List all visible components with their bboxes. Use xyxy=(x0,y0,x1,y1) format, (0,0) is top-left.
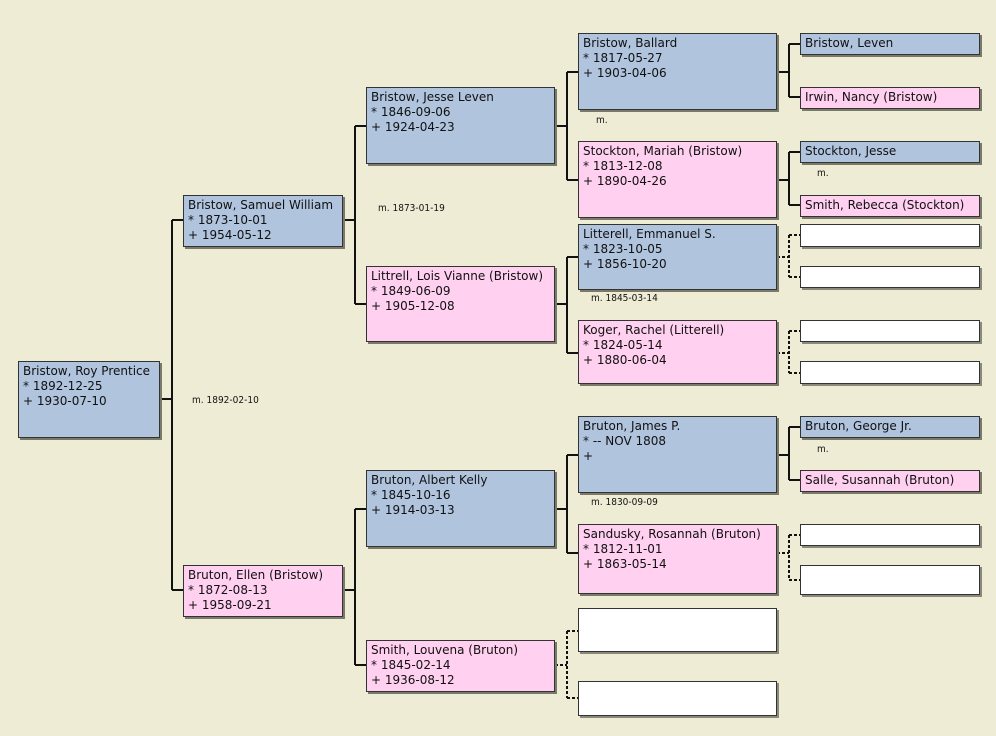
person-name: Smith, Louvena (Bruton) xyxy=(371,643,519,657)
person-name: Bristow, Roy Prentice xyxy=(23,364,151,378)
person-rosannah-sandusky-bruton[interactable]: Sandusky, Rosannah (Bruton) * 1812-11-01… xyxy=(578,524,777,594)
person-death: + 1954-05-12 xyxy=(188,228,272,242)
person-name: Stockton, Mariah (Bristow) xyxy=(583,144,743,158)
person-jesse-leven-bristow[interactable]: Bristow, Jesse Leven * 1846-09-06 + 1924… xyxy=(366,87,555,164)
person-birth: * 1849-06-09 xyxy=(371,284,451,298)
person-death: + 1863-05-14 xyxy=(583,557,667,571)
person-birth: * 1824-05-14 xyxy=(583,338,663,352)
person-name: Stockton, Jesse xyxy=(805,144,897,158)
empty-person-slot[interactable] xyxy=(800,224,980,247)
person-leven-bristow[interactable]: Bristow, Leven xyxy=(800,33,980,55)
person-birth: * 1872-08-13 xyxy=(188,583,268,597)
person-death: + 1958-09-21 xyxy=(188,598,272,612)
person-name: Salle, Susannah (Bruton) xyxy=(805,473,955,487)
person-name: Bristow, Ballard xyxy=(583,36,678,50)
empty-person-slot[interactable] xyxy=(800,320,980,342)
person-susannah-salle-bruton[interactable]: Salle, Susannah (Bruton) xyxy=(800,470,980,492)
person-ballard-bristow[interactable]: Bristow, Ballard * 1817-05-27 + 1903-04-… xyxy=(578,33,777,110)
person-lois-vianne-littrell[interactable]: Littrell, Lois Vianne (Bristow) * 1849-0… xyxy=(366,266,555,342)
person-name: Bruton, James P. xyxy=(583,419,681,433)
person-name: Bristow, Jesse Leven xyxy=(371,90,494,104)
person-birth: * 1813-12-08 xyxy=(583,159,663,173)
person-name: Koger, Rachel (Litterell) xyxy=(583,323,725,337)
person-birth: * 1892-12-25 xyxy=(23,379,103,393)
person-birth: * -- NOV 1808 xyxy=(583,434,667,448)
person-rachel-koger-litterell[interactable]: Koger, Rachel (Litterell) * 1824-05-14 +… xyxy=(578,320,777,384)
marriage-label: m. xyxy=(817,168,829,179)
person-name: Bruton, Albert Kelly xyxy=(371,473,488,487)
person-birth: * 1845-10-16 xyxy=(371,488,451,502)
person-emmanuel-s-litterell[interactable]: Litterell, Emmanuel S. * 1823-10-05 + 18… xyxy=(578,224,777,290)
marriage-label: m. 1892-02-10 xyxy=(192,395,259,406)
person-death: + 1903-04-06 xyxy=(583,66,667,80)
empty-person-slot[interactable] xyxy=(578,681,777,716)
person-name: Bruton, George Jr. xyxy=(805,419,912,433)
marriage-label: m. 1830-09-09 xyxy=(591,497,658,508)
person-nancy-irwin-bristow[interactable]: Irwin, Nancy (Bristow) xyxy=(800,87,980,109)
person-death: + 1905-12-08 xyxy=(371,299,455,313)
person-albert-kelly-bruton[interactable]: Bruton, Albert Kelly * 1845-10-16 + 1914… xyxy=(366,470,555,547)
person-rebecca-smith-stockton[interactable]: Smith, Rebecca (Stockton) xyxy=(800,195,980,217)
person-samuel-william-bristow[interactable]: Bristow, Samuel William * 1873-10-01 + 1… xyxy=(183,195,343,247)
person-birth: * 1873-10-01 xyxy=(188,213,268,227)
person-birth: * 1823-10-05 xyxy=(583,242,663,256)
person-name: Bruton, Ellen (Bristow) xyxy=(188,568,324,582)
person-death: + 1880-06-04 xyxy=(583,353,667,367)
person-death: + xyxy=(583,449,594,463)
person-james-p-bruton[interactable]: Bruton, James P. * -- NOV 1808 + xyxy=(578,416,777,493)
person-birth: * 1817-05-27 xyxy=(583,51,663,65)
person-ellen-bruton-bristow[interactable]: Bruton, Ellen (Bristow) * 1872-08-13 + 1… xyxy=(183,565,343,617)
empty-person-slot[interactable] xyxy=(800,266,980,288)
empty-person-slot[interactable] xyxy=(800,565,980,595)
person-death: + 1930-07-10 xyxy=(23,394,107,408)
marriage-label: m. xyxy=(596,115,608,126)
person-death: + 1936-08-12 xyxy=(371,673,455,687)
person-birth: * 1846-09-06 xyxy=(371,105,451,119)
person-mariah-stockton-bristow[interactable]: Stockton, Mariah (Bristow) * 1813-12-08 … xyxy=(578,141,777,218)
person-louvena-smith-bruton[interactable]: Smith, Louvena (Bruton) * 1845-02-14 + 1… xyxy=(366,640,555,692)
person-name: Bristow, Samuel William xyxy=(188,198,334,212)
person-death: + 1890-04-26 xyxy=(583,174,667,188)
person-name: Littrell, Lois Vianne (Bristow) xyxy=(371,269,544,283)
person-birth: * 1812-11-01 xyxy=(583,542,663,556)
person-birth: * 1845-02-14 xyxy=(371,658,451,672)
person-jesse-stockton[interactable]: Stockton, Jesse xyxy=(800,141,980,163)
person-death: + 1924-04-23 xyxy=(371,120,455,134)
empty-person-slot[interactable] xyxy=(800,524,980,546)
person-name: Bristow, Leven xyxy=(805,36,894,50)
marriage-label: m. xyxy=(817,444,829,455)
marriage-label: m. 1873-01-19 xyxy=(378,203,445,214)
person-name: Irwin, Nancy (Bristow) xyxy=(805,90,938,104)
empty-person-slot[interactable] xyxy=(800,361,980,384)
person-roy-prentice-bristow[interactable]: Bristow, Roy Prentice * 1892-12-25 + 193… xyxy=(18,361,160,438)
empty-person-slot[interactable] xyxy=(578,608,777,652)
person-death: + 1856-10-20 xyxy=(583,257,667,271)
person-name: Sandusky, Rosannah (Bruton) xyxy=(583,527,761,541)
person-name: Smith, Rebecca (Stockton) xyxy=(805,198,965,212)
person-death: + 1914-03-13 xyxy=(371,503,455,517)
marriage-label: m. 1845-03-14 xyxy=(591,293,658,304)
person-george-bruton-jr[interactable]: Bruton, George Jr. xyxy=(800,416,980,438)
person-name: Litterell, Emmanuel S. xyxy=(583,227,716,241)
